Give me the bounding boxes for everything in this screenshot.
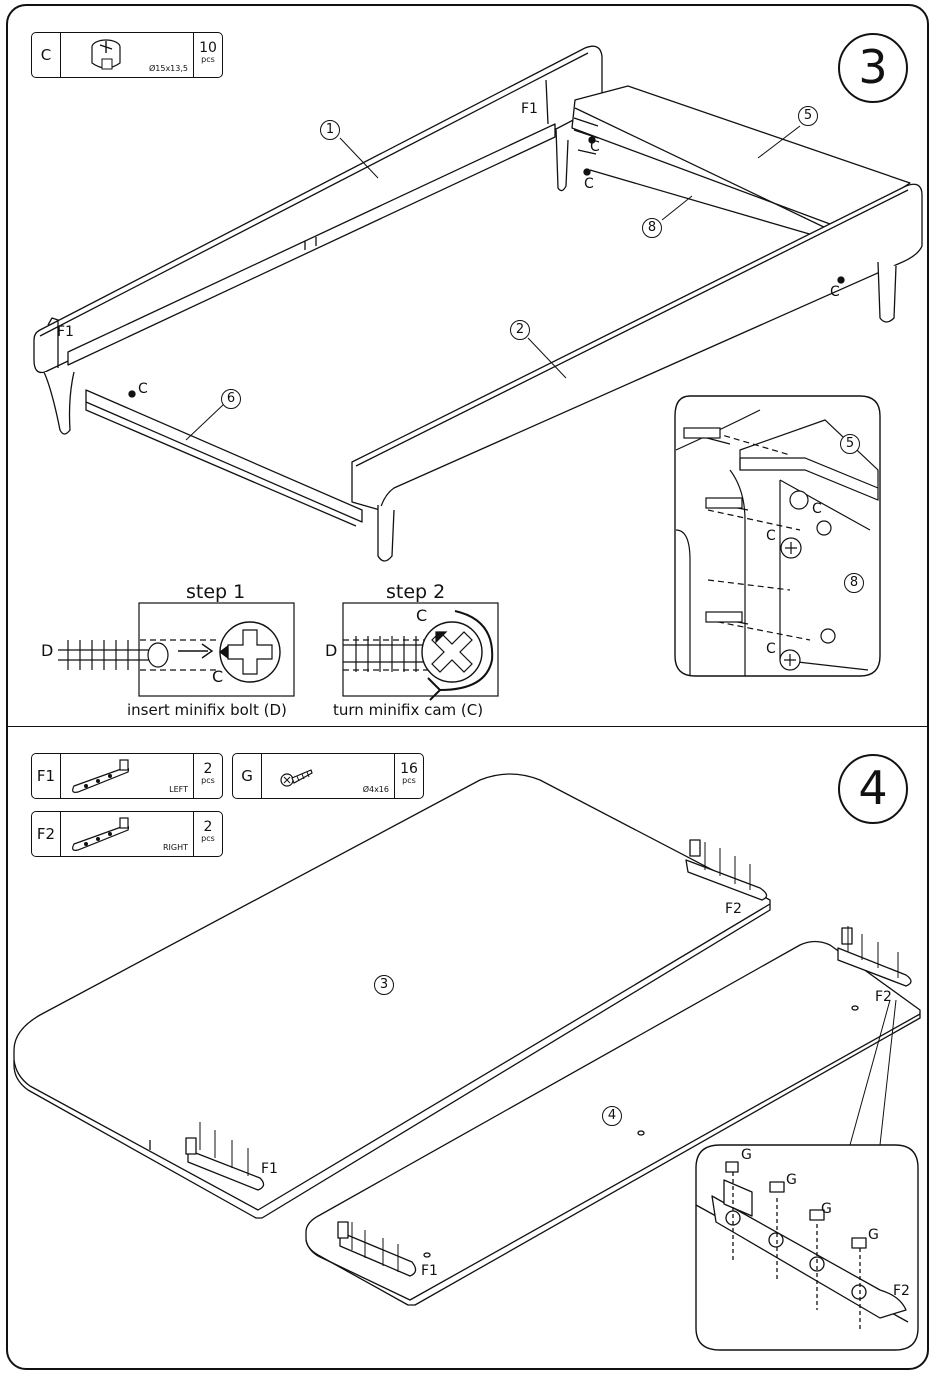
detail-label-c1: C [812,501,822,517]
slat-8 [589,169,831,241]
detail-frame-step4 [695,1144,919,1351]
bracket-right-icon [72,817,130,851]
label-c-a: C [590,139,600,155]
part-c-size: Ø15x13,5 [148,64,188,73]
part-f2-qty: 2 [203,819,213,835]
part-c-unit: pcs [201,55,215,64]
screws [199,842,899,1272]
label-c-b: C [584,176,594,192]
part-g-card: G Ø4x16 16 pcs [232,753,424,799]
leg-back-right [877,261,897,323]
part-g-code: G [233,754,262,798]
bracket-f1-panel-3 [185,1137,265,1191]
minifix-detail-drawing [674,395,881,677]
part-f1-card: F1 LEFT 2 pcs [31,753,223,799]
step2-label-c: C [416,606,428,625]
detail-callout-8: 8 [844,573,864,593]
minifix-cam-icon [91,39,121,70]
label-f1-left: F1 [57,324,74,340]
part-c-card: C Ø15x13,5 10 pcs [31,32,223,78]
part-f2-note: RIGHT [162,843,188,852]
part-f1-qty: 2 [203,761,213,777]
label-f1-a: F1 [261,1161,278,1177]
screw-icon [280,769,313,787]
detail-label-g4: G [868,1227,879,1243]
callout-part-2: 2 [510,320,530,340]
step2-title: step 2 [386,581,446,603]
bracket-f2-panel-3 [685,839,768,901]
step-number-4: 4 [838,754,908,824]
bracket-f1-panel-4 [337,1221,417,1277]
part-g-qty: 16 [400,761,418,777]
label-f2-a: F2 [725,901,742,917]
detail-label-g1: G [741,1147,752,1163]
label-f1-b: F1 [421,1263,438,1279]
bracket-f2-panel-4 [837,927,912,987]
detail-label-f2: F2 [893,1283,910,1299]
section-divider [7,726,928,727]
part-f2-quantity: 2 pcs [193,812,222,856]
part-f2-unit: pcs [201,834,215,843]
panel-3 [13,773,771,1219]
detail-label-c3: C [766,641,776,657]
step1-label-d: D [41,641,54,660]
bed-frame-drawing [33,45,923,562]
step1-title: step 1 [186,581,246,603]
leg-front-left [43,371,75,435]
detail-callout-5: 5 [840,434,860,454]
leg-front-right [377,505,395,562]
step-number-3: 3 [838,33,908,103]
callout-part-1: 1 [320,120,340,140]
label-c-left: C [138,381,148,397]
detail-label-g3: G [821,1201,832,1217]
label-c-right: C [830,284,840,300]
step2-label-d: D [325,641,338,660]
callout-part-3: 3 [374,975,394,995]
part-g-unit: pcs [402,776,416,785]
part-f1-note: LEFT [169,785,188,794]
step1-caption: insert minifix bolt (D) [127,701,287,719]
side-rail-2 [351,183,923,511]
part-g-note: Ø4x16 [362,785,389,794]
detail-label-g2: G [786,1172,797,1188]
part-f1-unit: pcs [201,776,215,785]
end-panel-6 [85,389,363,523]
part-g-quantity: 16 pcs [394,754,423,798]
part-c-code: C [32,33,61,77]
callout-part-6: 6 [221,389,241,409]
detail-bolts [683,427,749,625]
callout-part-5: 5 [798,106,818,126]
part-c-qty: 10 [199,40,217,56]
page-frame [6,4,929,1370]
label-f1-top: F1 [521,101,538,117]
detail-label-c2: C [766,528,776,544]
leg-back-left [555,127,569,192]
part-f1-code: F1 [32,754,61,798]
callout-part-4: 4 [602,1106,622,1126]
step2-caption: turn minifix cam (C) [333,701,484,719]
part-f2-code: F2 [32,812,61,856]
part-f1-quantity: 2 pcs [193,754,222,798]
step1-label-c: C [212,667,224,686]
callout-part-8: 8 [642,218,662,238]
part-c-quantity: 10 pcs [193,33,222,77]
label-f2-b: F2 [875,989,892,1005]
minifix-steps-drawing [58,602,499,701]
side-rail-1 [33,45,603,374]
bracket-left-icon [72,759,130,793]
part-f2-card: F2 RIGHT 2 pcs [31,811,223,857]
